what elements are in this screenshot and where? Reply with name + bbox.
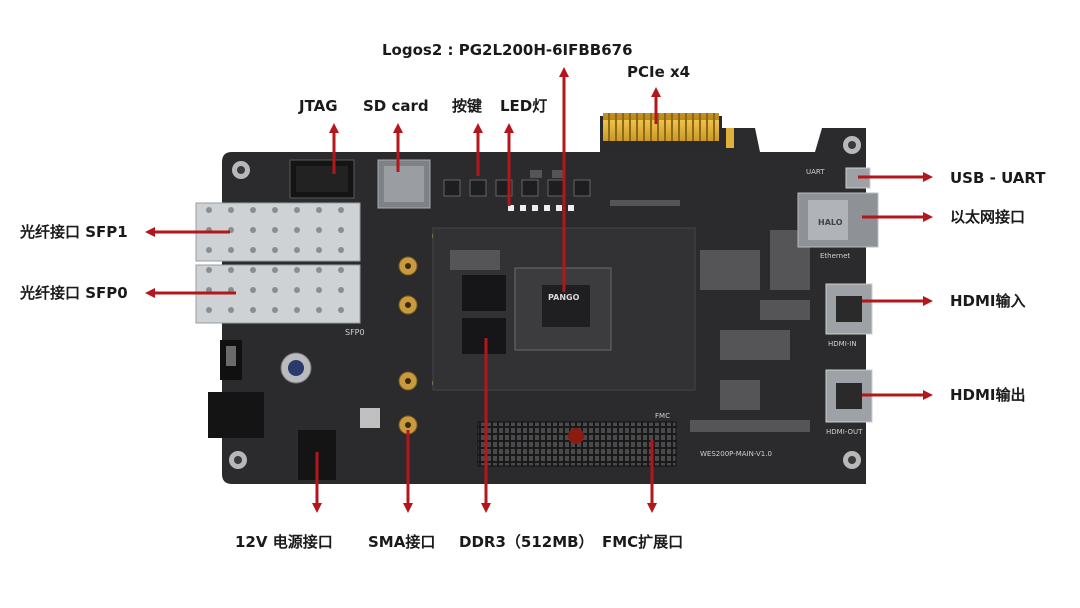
label-ethernet: 以太网接口 [950, 208, 1026, 226]
label-usb-uart: USB - UART [950, 169, 1046, 187]
label-fmc: FMC扩展口 [602, 533, 684, 551]
board: SFP0 PANGO FMC UART HALO Ethernet HDMI [195, 128, 879, 484]
label-pcie: PCIe x4 [627, 63, 691, 81]
sfp0-marking: SFP0 [345, 328, 365, 337]
label-keys: 按键 [452, 97, 483, 115]
board-model-marking: WES200P-MAIN-V1.0 [700, 450, 772, 458]
label-logos-fpga: Logos2 : PG2L200H-6IFBB676 [382, 41, 633, 59]
label-sfp1: 光纤接口 SFP1 [20, 223, 128, 241]
chip-brand-marking: PANGO [548, 293, 580, 302]
label-hdmi-out: HDMI输出 [950, 386, 1026, 404]
label-sma: SMA接口 [368, 533, 436, 551]
label-hdmi-in: HDMI输入 [950, 292, 1026, 310]
hdmi-out-marking: HDMI-OUT [826, 428, 863, 436]
label-jtag: JTAG [299, 97, 338, 115]
uart-marking: UART [806, 168, 825, 176]
label-ddr3: DDR3（512MB） [459, 533, 594, 551]
rj45-brand-marking: HALO [818, 218, 843, 227]
label-sfp0: 光纤接口 SFP0 [20, 284, 128, 302]
pcie-connector [600, 113, 736, 160]
label-power: 12V 电源接口 [235, 533, 333, 551]
fmc-marking: FMC [655, 412, 670, 420]
hdmi-in-marking: HDMI-IN [828, 340, 857, 348]
label-sd-card: SD card [363, 97, 429, 115]
label-led: LED灯 [500, 97, 548, 115]
ethernet-marking: Ethernet [820, 252, 850, 260]
